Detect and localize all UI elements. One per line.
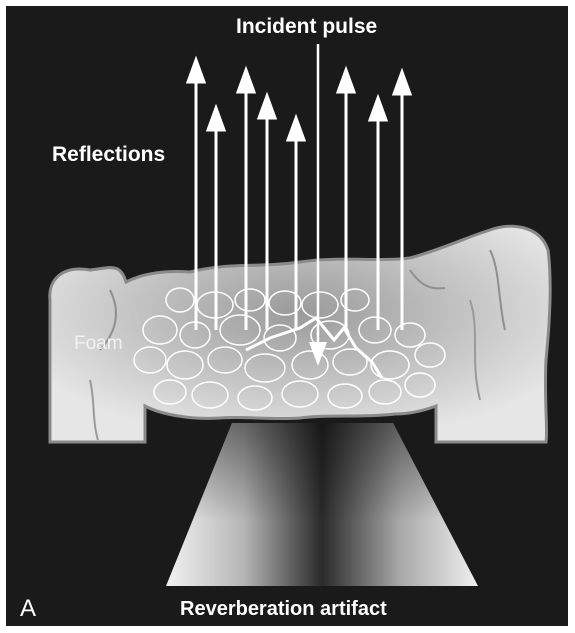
arrow-up-icon [205,103,227,132]
reverberation-path [245,316,384,379]
arrow-up-icon [256,91,278,120]
reverberation-beam [166,423,478,586]
incident-arrow [309,44,327,366]
reflection-arrow-8 [391,67,413,330]
reflection-arrow-4 [256,91,278,330]
arrow-up-icon [367,93,389,122]
arrow-down-icon [309,342,327,366]
arrow-up-icon [235,65,257,94]
reflection-arrow-5 [285,113,307,330]
arrow-up-icon [391,67,413,96]
reflection-arrow-1 [185,55,207,330]
foam-label: Foam [74,333,123,354]
reflection-arrow-2 [205,103,227,330]
reflection-arrow-3 [235,65,257,330]
arrow-up-icon [335,65,357,94]
reflection-arrows [185,55,413,330]
arrow-up-icon [285,113,307,142]
arrow-up-icon [185,55,207,84]
panel-letter: A [20,595,37,622]
reflections-label: Reflections [52,143,166,166]
reflection-arrow-7 [367,93,389,330]
reflection-arrow-6 [335,65,357,330]
incident-pulse-label: Incident pulse [236,15,378,38]
reverberation-artifact-label: Reverberation artifact [180,598,387,620]
tissue-shape [48,224,552,444]
